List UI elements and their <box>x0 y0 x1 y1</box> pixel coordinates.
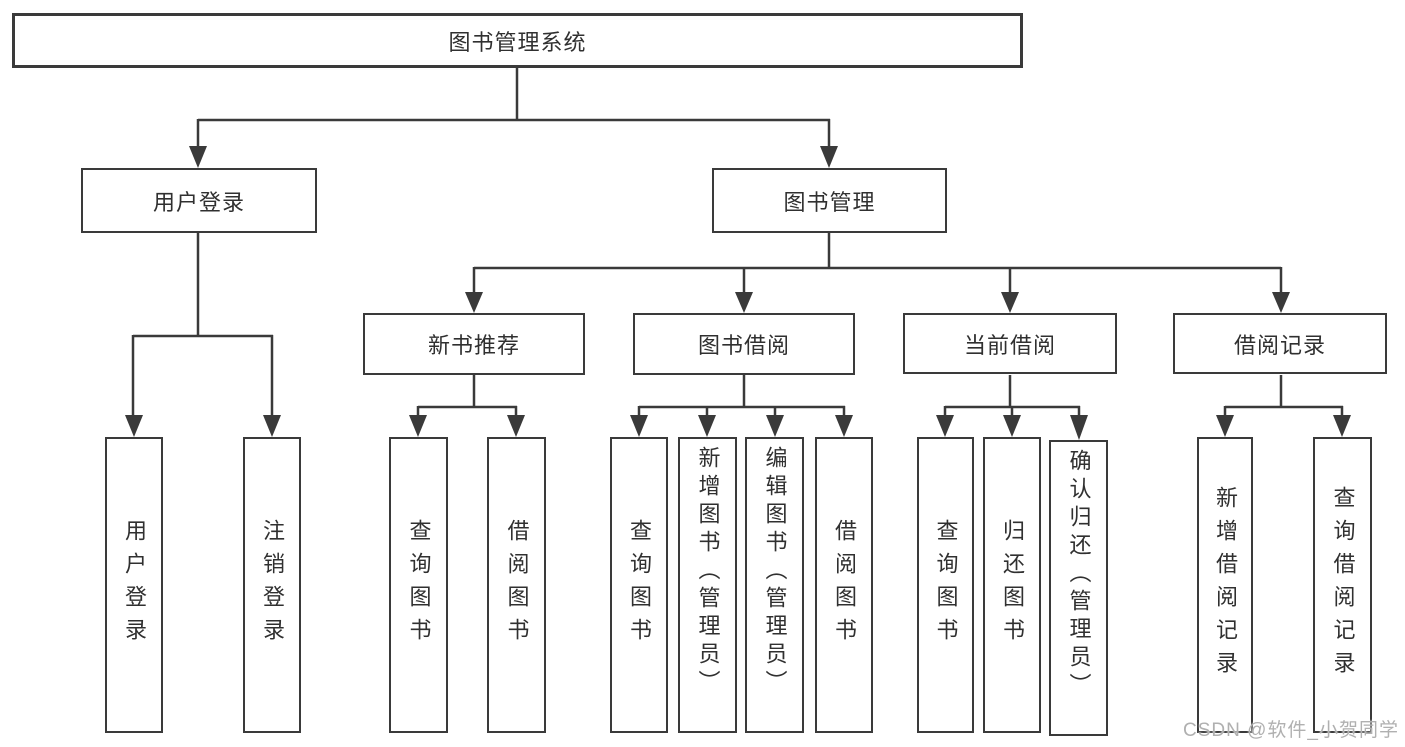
node-borrow-books-recommend: 借阅图书 <box>487 437 546 733</box>
node-label: 新增图书（管理员） <box>695 446 721 698</box>
node-root: 图书管理系统 <box>12 13 1023 68</box>
node-confirm-return-admin: 确认归还（管理员） <box>1049 440 1108 736</box>
node-label: 用户登录 <box>152 189 245 215</box>
arrowhead-icon <box>409 415 427 437</box>
node-user-login: 用户登录 <box>81 168 317 233</box>
arrowhead-icon <box>263 415 281 437</box>
node-label: 借阅记录 <box>1233 332 1326 358</box>
node-label: 新增借阅记录 <box>1213 486 1238 684</box>
node-label: 图书借阅 <box>697 333 790 358</box>
node-user-login-leaf: 用户登录 <box>105 437 163 733</box>
node-label: 查询图书 <box>933 519 959 651</box>
node-borrow-books-leaf: 借阅图书 <box>815 437 873 733</box>
node-borrow-records: 借阅记录 <box>1173 313 1387 374</box>
arrowhead-icon <box>125 415 143 437</box>
arrowhead-icon <box>189 146 207 168</box>
arrowhead-icon <box>1003 415 1021 437</box>
arrowhead-icon <box>1333 415 1351 437</box>
node-label: 查询图书 <box>406 519 432 651</box>
node-query-borrow-record: 查询借阅记录 <box>1313 437 1372 733</box>
arrowhead-icon <box>936 415 954 437</box>
node-edit-books-admin: 编辑图书（管理员） <box>745 437 804 733</box>
arrowhead-icon <box>465 292 483 313</box>
node-label: 当前借阅 <box>963 332 1056 358</box>
node-label: 图书管理系统 <box>448 29 587 55</box>
node-label: 查询借阅记录 <box>1330 486 1356 684</box>
node-query-books-recommend: 查询图书 <box>389 437 448 733</box>
node-book-borrow: 图书借阅 <box>633 313 855 375</box>
arrowhead-icon <box>1216 415 1234 437</box>
node-query-books-borrow: 查询图书 <box>610 437 668 733</box>
arrowhead-icon <box>1272 292 1290 313</box>
node-add-books-admin: 新增图书（管理员） <box>678 437 737 733</box>
arrowhead-icon <box>507 415 525 437</box>
node-label: 图书管理 <box>783 189 876 215</box>
arrowhead-icon <box>820 146 838 168</box>
node-new-book-recommend: 新书推荐 <box>363 313 585 375</box>
node-label: 归还图书 <box>1000 519 1025 651</box>
arrowhead-icon <box>1001 292 1019 313</box>
node-query-books-current: 查询图书 <box>917 437 974 733</box>
node-return-books: 归还图书 <box>983 437 1041 733</box>
node-logout-leaf: 注销登录 <box>243 437 301 733</box>
arrowhead-icon <box>1070 415 1088 440</box>
node-current-borrow: 当前借阅 <box>903 313 1117 374</box>
node-label: 查询图书 <box>627 519 652 651</box>
node-book-management: 图书管理 <box>712 168 947 233</box>
node-label: 用户登录 <box>122 519 147 651</box>
arrowhead-icon <box>698 415 716 437</box>
node-label: 注销登录 <box>260 519 285 651</box>
node-label: 确认归还（管理员） <box>1066 449 1092 701</box>
node-label: 编辑图书（管理员） <box>762 446 788 698</box>
arrowhead-icon <box>835 415 853 437</box>
node-add-borrow-record: 新增借阅记录 <box>1197 437 1253 733</box>
csdn-watermark: CSDN @软件_小贺同学 <box>1183 720 1399 741</box>
node-label: 新书推荐 <box>427 333 520 358</box>
arrowhead-icon <box>766 415 784 437</box>
arrowhead-icon <box>735 292 753 313</box>
node-label: 借阅图书 <box>832 519 857 651</box>
node-label: 借阅图书 <box>504 519 530 651</box>
arrowhead-icon <box>630 415 648 437</box>
